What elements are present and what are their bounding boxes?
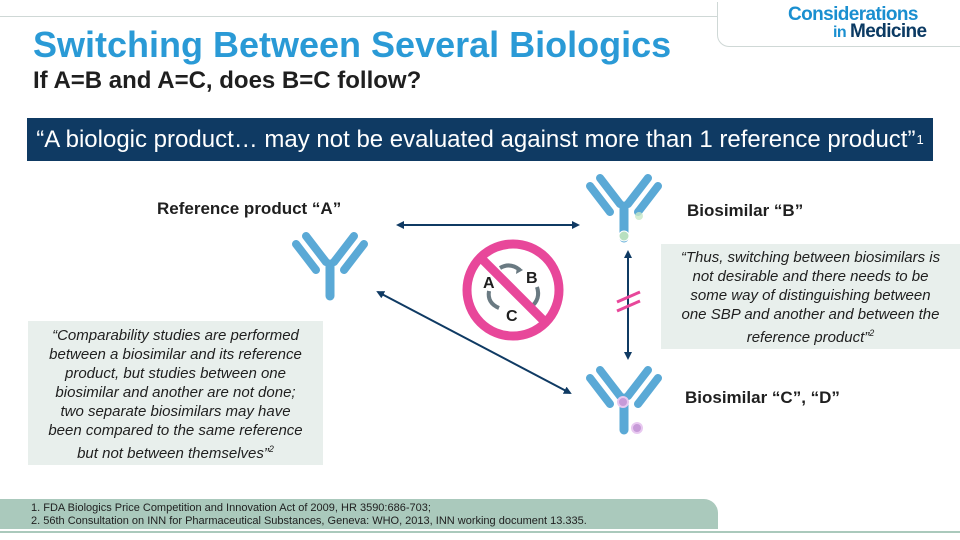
note-line: reference product”2 — [669, 324, 952, 347]
reference-product-label: Reference product “A” — [157, 199, 342, 218]
logo-medicine: Medicine — [850, 21, 927, 42]
note-line: one SBP and another and between the — [681, 306, 940, 323]
note-line-text: reference product” — [746, 329, 870, 346]
antibody-icon-c — [590, 370, 658, 433]
note-line: been compared to the same reference — [48, 422, 303, 439]
note-line: product, but studies between one — [65, 365, 286, 382]
note-line: not desirable and there needs to be — [692, 268, 929, 285]
slide-subtitle: If A=B and A=C, does B=C follow? — [33, 67, 422, 94]
cycle-letter-a: A — [483, 275, 495, 292]
note-line: some way of distinguishing between — [690, 287, 931, 304]
antibody-icon-b — [590, 178, 658, 241]
logo-in: in — [833, 24, 847, 41]
note-line: biosimilar and another are not done; — [55, 384, 296, 401]
note-ref: 2 — [268, 444, 274, 454]
prohibition-icon: A B C — [462, 239, 564, 341]
note-line: “Thus, switching between biosimilars is — [680, 249, 941, 266]
comparability-note: “Comparability studies are performed bet… — [28, 321, 323, 465]
footer-rule — [0, 531, 960, 533]
logo-considerations: Considerations — [788, 4, 919, 25]
arrow-a-to-c — [376, 291, 572, 394]
cycle-letter-b: B — [526, 270, 538, 287]
reference-item: 2. 56th Consultation on INN for Pharmace… — [31, 515, 587, 527]
cycle-letter-c: C — [506, 308, 518, 325]
antibody-icon-a — [296, 236, 364, 296]
biosimilar-cd-label: Biosimilar “C”, “D” — [685, 388, 840, 407]
quote-ref: 1 — [916, 132, 924, 147]
logo-frame — [717, 2, 960, 47]
header-rule — [0, 16, 960, 17]
quote-text: “A biologic product… may not be evaluate… — [36, 125, 916, 153]
reference-item: 1. FDA Biologics Price Competition and I… — [31, 502, 431, 514]
note-line: two separate biosimilars may have — [60, 403, 291, 420]
switching-note: “Thus, switching between biosimilars is … — [661, 244, 960, 349]
note-ref: 2 — [869, 328, 875, 338]
note-line-text: but not between themselves” — [77, 445, 269, 462]
not-equal-icon — [616, 290, 641, 313]
biosimilar-b-label: Biosimilar “B” — [687, 201, 804, 220]
quote-banner: “A biologic product… may not be evaluate… — [27, 118, 933, 161]
slide-title: Switching Between Several Biologics — [33, 24, 672, 65]
note-line: but not between themselves”2 — [36, 440, 315, 463]
note-line: “Comparability studies are performed — [52, 327, 299, 344]
note-line: between a biosimilar and its reference — [49, 346, 302, 363]
references-footer: 1. FDA Biologics Price Competition and I… — [0, 499, 718, 529]
